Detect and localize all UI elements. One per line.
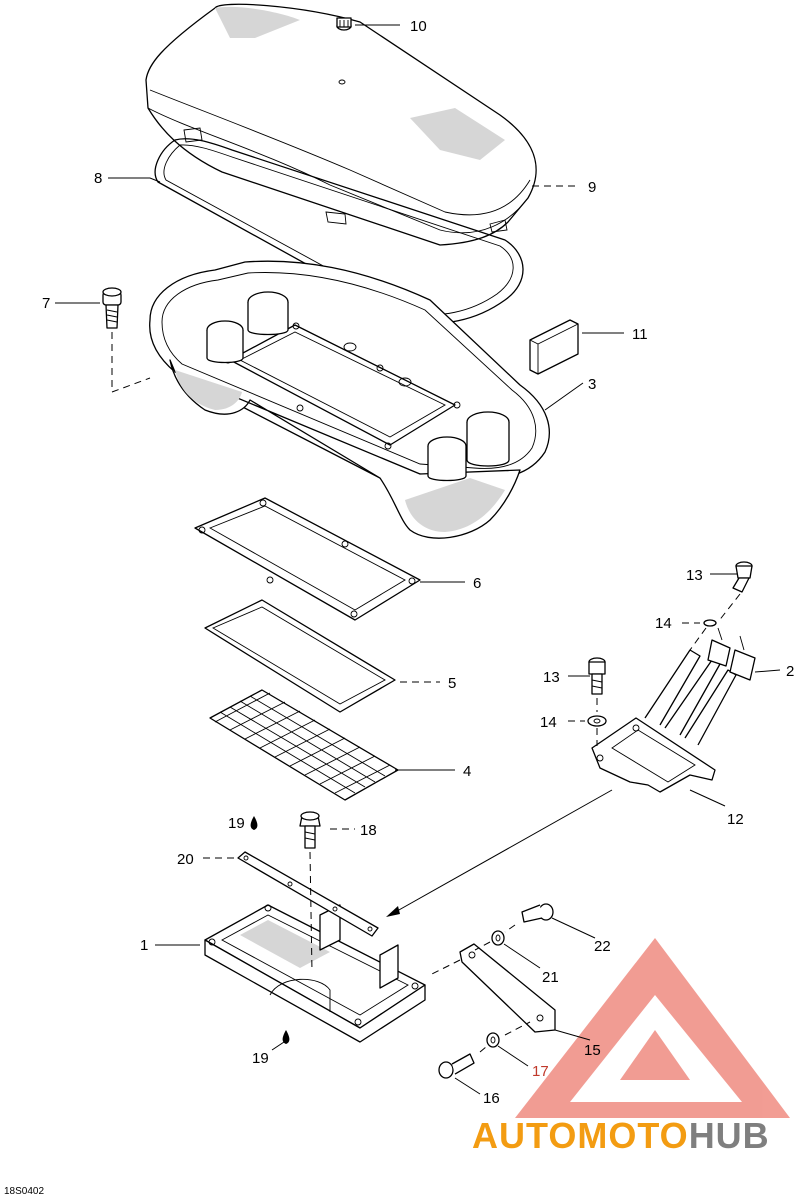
callout-17: 17 bbox=[532, 1063, 549, 1080]
lower-dash-lines bbox=[474, 924, 531, 1053]
callout-21: 21 bbox=[542, 969, 559, 986]
callout-5: 5 bbox=[448, 675, 456, 692]
part-14-washer-upper bbox=[703, 619, 717, 627]
part-19-drop-upper bbox=[250, 816, 258, 830]
callout-15: 15 bbox=[584, 1042, 601, 1059]
part-10-plug bbox=[336, 17, 352, 31]
part-19-drop-lower bbox=[282, 1030, 290, 1044]
callout-10: 10 bbox=[410, 18, 427, 35]
callout-7: 7 bbox=[42, 295, 50, 312]
callout-6: 6 bbox=[473, 575, 481, 592]
assembly-arrow-head bbox=[386, 906, 400, 917]
leader-lines bbox=[55, 24, 781, 1095]
callout-20: 20 bbox=[177, 851, 194, 868]
part-16-bolt bbox=[438, 1053, 475, 1079]
callout-11: 11 bbox=[632, 326, 648, 343]
part-17-washer bbox=[486, 1032, 500, 1048]
callout-16: 16 bbox=[483, 1090, 500, 1107]
watermark-triangle-cut bbox=[620, 1030, 690, 1080]
part-7-bolt bbox=[102, 287, 122, 329]
diagram-code: 18S0402 bbox=[4, 1186, 44, 1197]
assembly-arrow-line bbox=[389, 789, 613, 916]
callout-19-lower: 19 bbox=[252, 1050, 269, 1067]
part-13-bolt-upper bbox=[732, 561, 753, 593]
callout-1: 1 bbox=[140, 937, 148, 954]
part-11-foam-block bbox=[529, 319, 579, 375]
part-8-gasket bbox=[154, 138, 524, 324]
watermark-logo bbox=[515, 938, 790, 1118]
callout-4: 4 bbox=[463, 763, 471, 780]
watermark-text-hub: HUB bbox=[689, 1115, 770, 1156]
part-6-gasket bbox=[194, 497, 421, 621]
part-12-bracket bbox=[591, 649, 737, 793]
assembly-dash-2 bbox=[429, 959, 461, 976]
part-15-bracket bbox=[459, 943, 556, 1033]
part-22-bolt bbox=[521, 903, 554, 923]
part-14-washer-lower bbox=[587, 715, 607, 727]
callout-2: 2 bbox=[786, 663, 794, 680]
part-20-strip bbox=[237, 851, 379, 937]
part-3-housing bbox=[149, 260, 550, 539]
watermark-text-auto: AUTO bbox=[472, 1115, 577, 1156]
callout-8: 8 bbox=[94, 170, 102, 187]
part-2-clip bbox=[707, 627, 756, 681]
callout-13-lower: 13 bbox=[543, 669, 560, 686]
part-13-bolt-lower bbox=[588, 657, 606, 695]
part-1-base bbox=[204, 904, 426, 1043]
watermark-text: AUTOMOTOHUB bbox=[472, 1115, 770, 1156]
callout-14-lower: 14 bbox=[540, 714, 557, 731]
watermark-text-moto: MOTO bbox=[577, 1115, 688, 1156]
part-18-dash bbox=[309, 851, 313, 973]
callout-13-upper: 13 bbox=[686, 567, 703, 584]
callout-19-upper: 19 bbox=[228, 815, 245, 832]
part-9-top-cover bbox=[145, 3, 537, 246]
part-7-dash-line bbox=[111, 332, 151, 393]
callout-22: 22 bbox=[594, 938, 611, 955]
part-21-washer bbox=[491, 930, 505, 946]
bracket-dash-lines bbox=[596, 593, 741, 746]
part-4-screen bbox=[209, 689, 399, 801]
callout-3: 3 bbox=[588, 376, 596, 393]
callout-12: 12 bbox=[727, 811, 744, 828]
callout-9: 9 bbox=[588, 179, 596, 196]
callout-14-upper: 14 bbox=[655, 615, 672, 632]
part-5-seal bbox=[204, 599, 396, 713]
callout-18: 18 bbox=[360, 822, 377, 839]
part-18-bolt bbox=[299, 811, 321, 849]
